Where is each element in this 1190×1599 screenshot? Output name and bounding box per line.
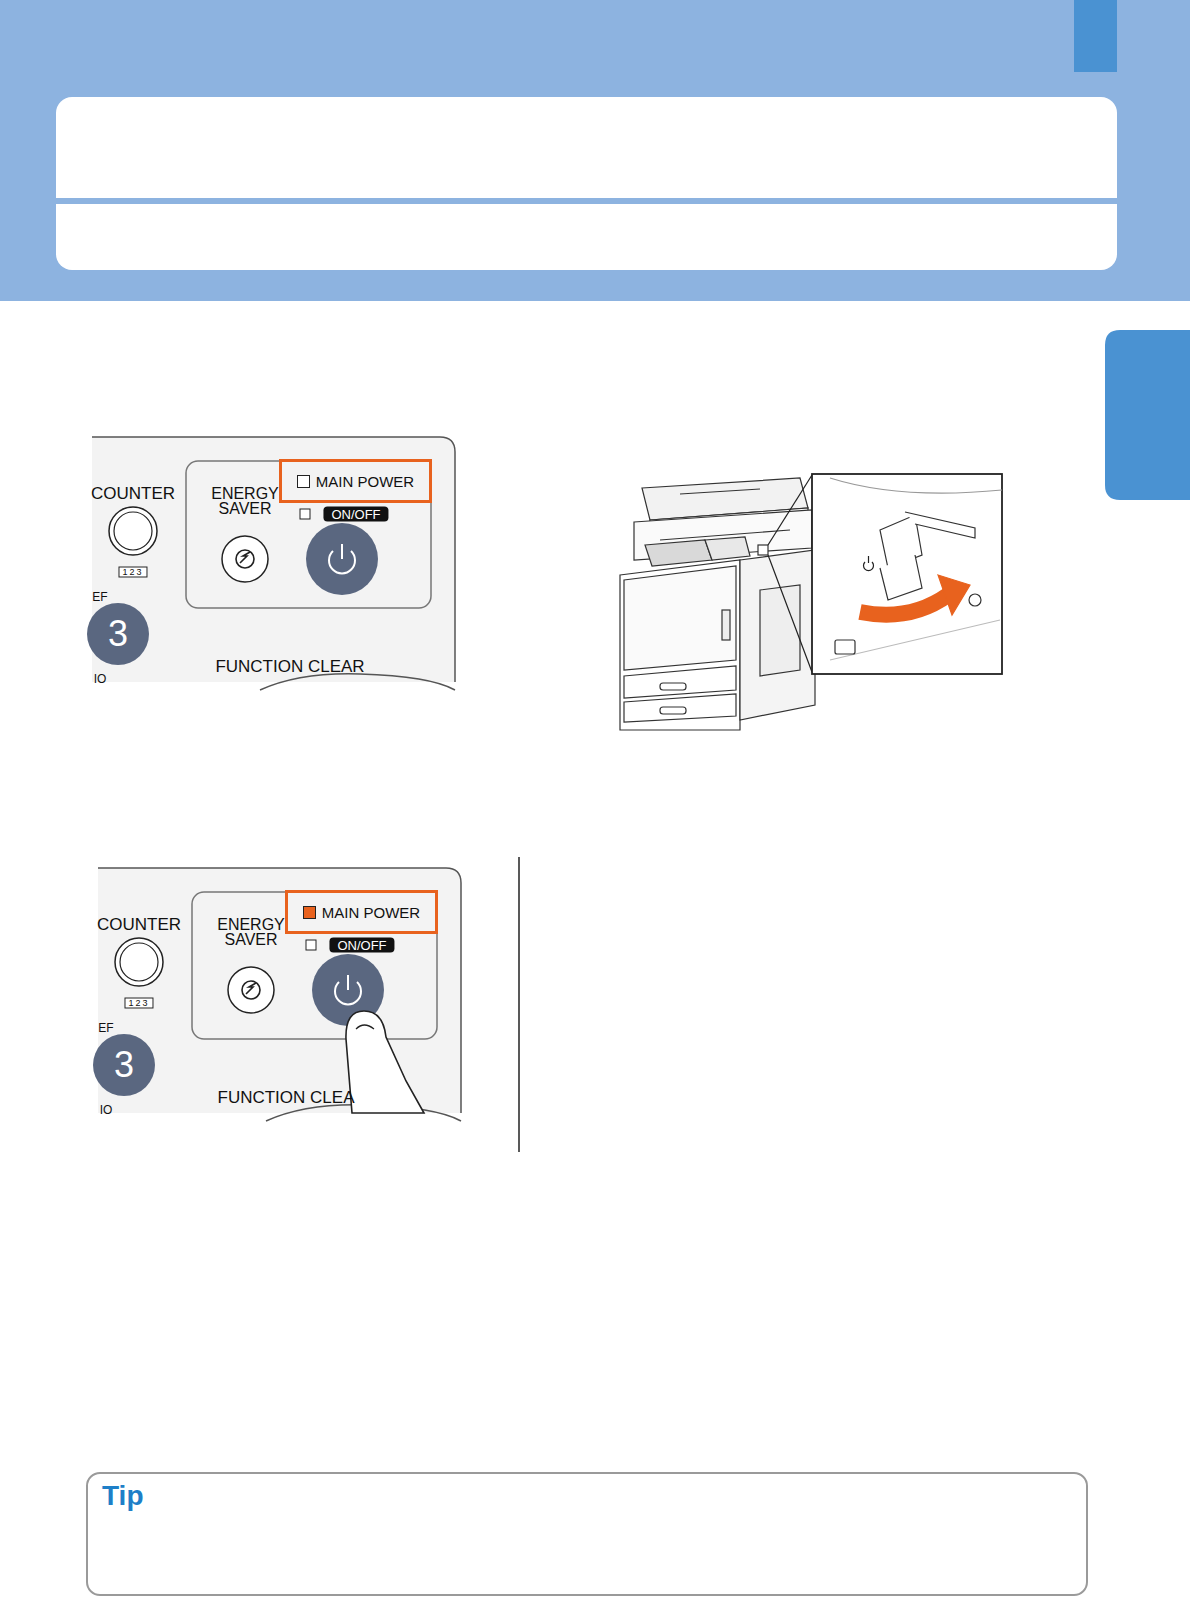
counter-index: 123 xyxy=(124,998,153,1009)
indicator-lamp xyxy=(303,906,316,919)
key-number: 3 xyxy=(114,1047,134,1083)
tip-box: Tip xyxy=(86,1472,1088,1596)
printer-illustration xyxy=(620,474,1002,730)
highlight-box: MAIN POWER xyxy=(285,890,438,934)
key-label: ENERGY SAVER xyxy=(215,917,287,947)
panel-label: MAIN POWER xyxy=(322,904,420,921)
tip-heading: Tip xyxy=(102,1480,143,1512)
key-label: ON/OFF xyxy=(323,507,388,522)
title-box xyxy=(56,97,1117,270)
key-number: 3 xyxy=(108,616,128,652)
title-divider xyxy=(56,198,1117,204)
indicator-lamp xyxy=(297,475,310,488)
key-label: COUNTER xyxy=(97,916,181,933)
key-label: COUNTER xyxy=(91,485,175,502)
control-panel xyxy=(87,437,455,690)
key-label: EF xyxy=(92,591,107,603)
key-label: IO xyxy=(94,673,107,685)
panel-label: MAIN POWER xyxy=(316,473,414,490)
key-label: EF xyxy=(98,1022,113,1034)
header-tab xyxy=(1074,0,1117,72)
divider-line xyxy=(518,857,520,1152)
header-band xyxy=(0,0,1190,301)
key-label: FUNCTION CLEA xyxy=(218,1089,355,1106)
side-tab xyxy=(1105,330,1190,500)
control-panel xyxy=(93,868,461,1121)
key-label: FUNCTION CLEAR xyxy=(215,658,364,675)
key-label: IO xyxy=(100,1104,113,1116)
finger xyxy=(346,1011,424,1113)
counter-index: 123 xyxy=(118,567,147,578)
key-label: ENERGY SAVER xyxy=(209,486,281,516)
key-label: ON/OFF xyxy=(329,938,394,953)
highlight-box: MAIN POWER xyxy=(279,459,432,503)
